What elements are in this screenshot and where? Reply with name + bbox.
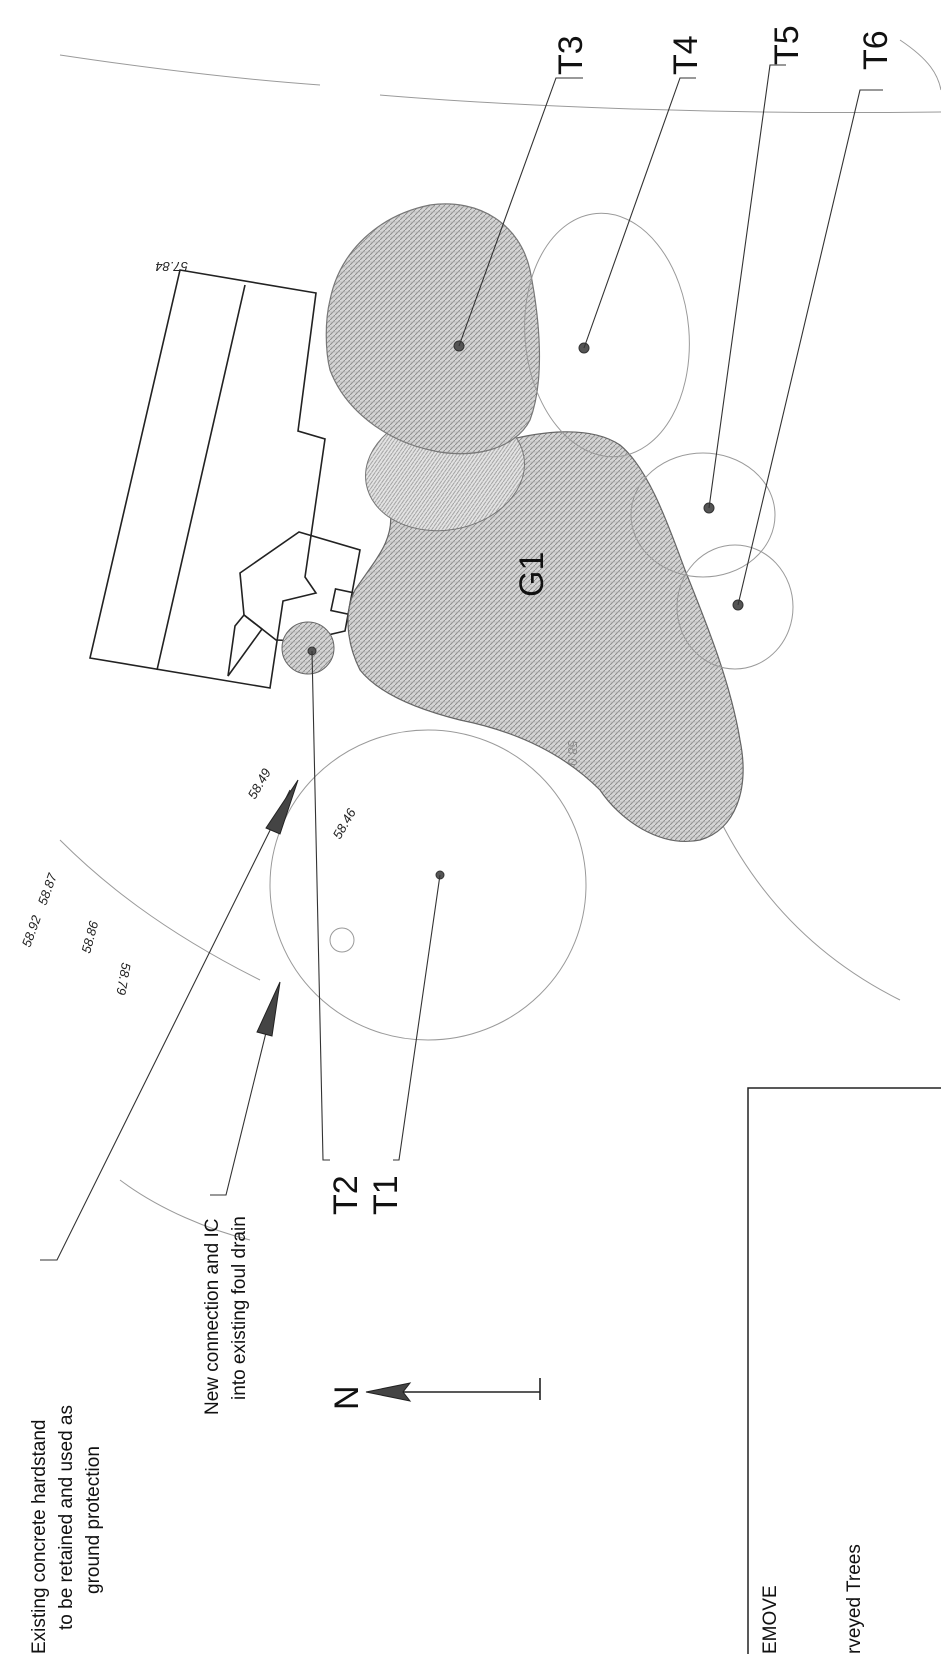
group-canopy-g1 (347, 408, 744, 842)
spot-level-3: 58.46 (330, 805, 360, 841)
tree-label-t4: T4 (667, 35, 705, 75)
tree-label-t3: T3 (552, 35, 590, 75)
tree-label-t2: T2 (327, 1175, 365, 1215)
spot-level-5: 58.87 (35, 871, 60, 907)
tree-label-t1: T1 (367, 1175, 405, 1215)
hardstand-note-line2: to be retained and used as (56, 1405, 77, 1630)
spot-level-7: 58.79 (113, 961, 133, 996)
hardstand-note-line1: Existing concrete hardstand (29, 1420, 50, 1654)
spot-level-2: 58.49 (245, 766, 274, 802)
north-label: N (328, 1385, 366, 1410)
tree-canopy-t4 (524, 212, 690, 458)
hardstand-note-line3: ground protection (83, 1446, 104, 1594)
drain-note-line1: New connection and IC (202, 1219, 223, 1415)
legend-remove-label: EMOVE (760, 1585, 781, 1654)
site-boundary-lines (59, 39, 941, 1241)
spot-level-1: 57.84 (155, 259, 188, 274)
manhole-marker (329, 927, 355, 953)
tree-label-t6: T6 (857, 30, 895, 70)
tree-canopy-t2 (281, 621, 335, 675)
spot-level-6: 58.86 (78, 919, 101, 955)
contour-label: 58.0 (565, 740, 580, 766)
drain-arrow (210, 981, 281, 1196)
tree-canopy-t1 (269, 729, 587, 1041)
hardstand-arrow (40, 779, 299, 1261)
leader-lines (311, 64, 883, 1161)
north-arrow: N (328, 1378, 541, 1410)
legend-surveyed-label: rveyed Trees (844, 1544, 865, 1654)
legend-box: EMOVE rveyed Trees (747, 1087, 941, 1654)
tree-canopy-t6 (676, 544, 794, 670)
tree-label-g1: G1 (513, 552, 551, 597)
drain-note-line2: into existing foul drain (229, 1216, 250, 1400)
tree-canopy-t5 (630, 452, 776, 578)
tree-canopy-t3 (325, 203, 541, 455)
spot-level-4: 58.92 (19, 913, 44, 949)
tree-label-t5: T5 (768, 25, 806, 65)
